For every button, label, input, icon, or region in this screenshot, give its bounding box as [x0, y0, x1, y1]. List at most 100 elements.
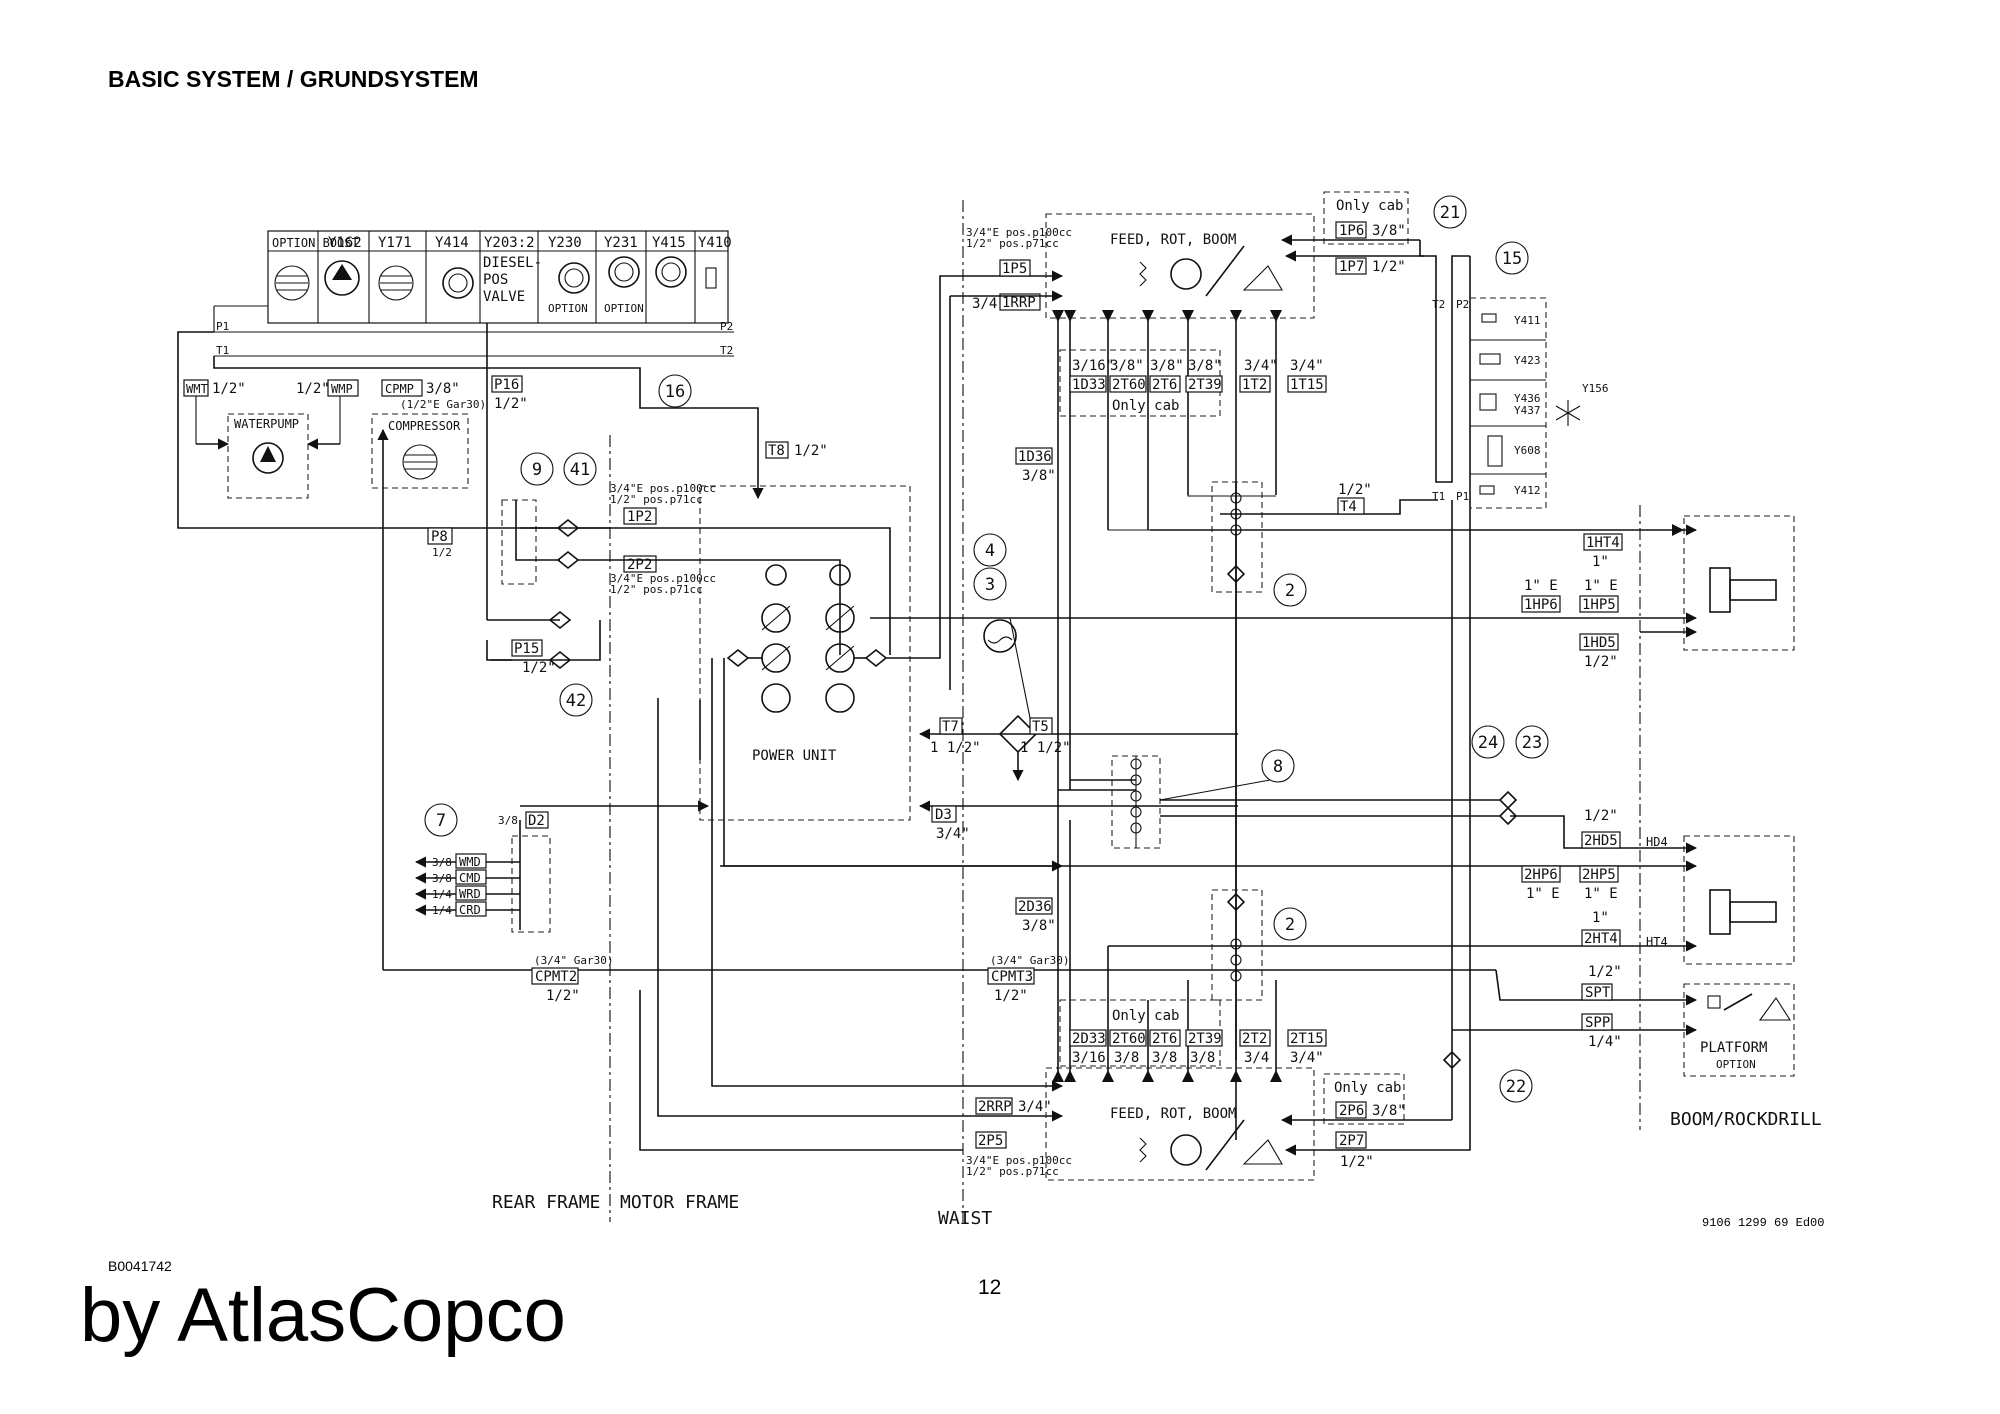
- pos-note-1p2-a: 3/4"E pos.p100cc: [610, 482, 716, 495]
- hose-ht4: HT4: [1646, 935, 1668, 949]
- valve-tag-y231: Y231: [604, 235, 638, 251]
- hose-2hd5: 2HD5: [1584, 833, 1618, 849]
- size-1ht4: 1": [1592, 554, 1609, 570]
- valve-tag-y410: Y410: [698, 235, 732, 251]
- pos-note-2p2-a: 3/4"E pos.p100cc: [610, 572, 716, 585]
- size-2ht4: 1": [1592, 910, 1609, 926]
- hose-p15: P15: [514, 641, 539, 657]
- size-2t15: 3/4": [1290, 1050, 1324, 1066]
- size-2p7: 1/2": [1340, 1154, 1374, 1170]
- power-unit: POWER UNIT 3/4"E pos.p100cc 1/2" pos.p71…: [578, 270, 1238, 1151]
- size-2rrp: 3/4": [1018, 1099, 1052, 1115]
- hose-t5: T5: [1032, 719, 1049, 735]
- hose-2t2: 2T2: [1242, 1031, 1267, 1047]
- hose-1t15: 1T15: [1290, 377, 1324, 393]
- upper-feed-block: FEED, ROT, BOOM 3/4"E pos.p100cc 1/2" po…: [949, 191, 1470, 1060]
- hose-wmt: WMT: [186, 382, 208, 396]
- size-1t6: 3/8": [1150, 358, 1184, 374]
- size-1t60: 3/8": [1110, 358, 1144, 374]
- page-title: BASIC SYSTEM / GRUNDSYSTEM: [108, 66, 479, 92]
- hose-1p2: 1P2: [627, 509, 652, 525]
- size-1rrp: 3/4": [972, 296, 1006, 312]
- size-2hp6: 1" E: [1526, 886, 1560, 902]
- port-p1: P1: [216, 320, 229, 333]
- valve-tag-y203: Y203:2: [484, 235, 535, 251]
- solenoid-y423: Y423: [1514, 354, 1541, 367]
- waterpump-label: WATERPUMP: [234, 417, 299, 431]
- document-code: B0041742: [108, 1258, 172, 1274]
- component-7-manifold: D2 3/8 WMD CMD WRD CRD 3/8 3/8 1/4 1/4: [414, 800, 710, 933]
- hose-t8: T8: [768, 443, 785, 459]
- hose-crd: CRD: [459, 903, 481, 917]
- solenoid-y437: Y437: [1514, 404, 1541, 417]
- drain-hoses: 1D36 3/8" 2D36 3/8": [1015, 447, 1056, 934]
- cpmt-lines: (3/4" Gar30) CPMT2 1/2" (3/4" Gar30) CPM…: [531, 954, 1496, 1004]
- power-unit-label: POWER UNIT: [752, 748, 837, 764]
- gar30-note-cpmt3: (3/4" Gar30): [990, 954, 1069, 967]
- hose-1rrp: 1RRP: [1002, 295, 1036, 311]
- hose-2p5: 2P5: [978, 1133, 1003, 1149]
- hose-2t15: 2T15: [1290, 1031, 1324, 1047]
- pos-note-1p2-b: 1/2" pos.p71cc: [610, 493, 703, 506]
- diesel-line-1: DIESEL-: [483, 255, 542, 271]
- callout-24: 24: [1478, 733, 1498, 753]
- callout-41: 41: [570, 460, 590, 480]
- callout-22: 22: [1506, 1077, 1526, 1097]
- solenoid-y436: Y436: [1514, 392, 1541, 405]
- solenoid-panel: Y411 Y423 Y436 Y437 Y156 Y608 Y412 T2 P2…: [1432, 297, 1609, 509]
- size-2t60: 3/8: [1114, 1050, 1139, 1066]
- size-2t2: 3/4: [1244, 1050, 1269, 1066]
- size-1hp6: 1" E: [1524, 578, 1558, 594]
- callout-4: 4: [985, 541, 995, 561]
- hose-wmd: WMD: [459, 855, 481, 869]
- gar30-note-cpmt2: (3/4" Gar30): [534, 954, 613, 967]
- callout-42: 42: [566, 691, 586, 711]
- callout-2-upper: 2: [1285, 581, 1295, 601]
- cpmp-note: (1/2"E Gar30): [400, 398, 486, 411]
- size-1t15: 3/4": [1290, 358, 1324, 374]
- hose-2t6: 2T6: [1152, 1031, 1177, 1047]
- size-p16: 1/2": [494, 396, 528, 412]
- hose-cmd: CMD: [459, 871, 481, 885]
- size-1d36: 3/8": [1022, 468, 1056, 484]
- section-waist: WAIST: [938, 1208, 992, 1229]
- size-1t2: 3/4": [1244, 358, 1278, 374]
- hose-1p7: 1P7: [1339, 259, 1364, 275]
- size-t7: 1 1/2": [930, 740, 981, 756]
- size-t5: 1 1/2": [1020, 740, 1071, 756]
- hose-t4: T4: [1340, 499, 1357, 515]
- pos-note-2p2-b: 1/2" pos.p71cc: [610, 583, 703, 596]
- size-wmt: 1/2": [212, 381, 246, 397]
- port-p1-panel: P1: [1456, 490, 1469, 503]
- upper-only-cab-2: Only cab: [1336, 198, 1403, 214]
- size-2d36: 3/8": [1022, 918, 1056, 934]
- port-t2-panel: T2: [1432, 298, 1445, 311]
- section-labels: REAR FRAME MOTOR FRAME WAIST BOOM/ROCKDR…: [492, 1109, 1822, 1229]
- pos-note-2p5-b: 1/2" pos.p71cc: [966, 1165, 1059, 1178]
- hose-2p2: 2P2: [627, 557, 652, 573]
- size-2d33: 3/16: [1072, 1050, 1106, 1066]
- compressor-label: COMPRESSOR: [388, 419, 461, 433]
- hose-2p7: 2P7: [1339, 1133, 1364, 1149]
- size-2t6: 3/8: [1152, 1050, 1177, 1066]
- hose-cpmt2: CPMT2: [535, 969, 577, 985]
- port-t1: T1: [216, 344, 229, 357]
- hose-d3: D3: [935, 807, 952, 823]
- hose-d2: D2: [528, 813, 545, 829]
- size-1hd5: 1/2": [1584, 654, 1618, 670]
- hose-2t39: 2T39: [1188, 1031, 1222, 1047]
- hose-1t2: 1T2: [1242, 377, 1267, 393]
- size-cpmt2: 1/2": [546, 988, 580, 1004]
- size-1hp5: 1" E: [1584, 578, 1618, 594]
- port-t1-panel: T1: [1432, 490, 1445, 503]
- hose-1d33: 1D33: [1072, 377, 1106, 393]
- size-cpmp: 3/8": [426, 381, 460, 397]
- port-p2: P2: [720, 320, 733, 333]
- snowflake-icon: [1555, 400, 1581, 426]
- hose-hd4: HD4: [1646, 835, 1668, 849]
- hose-spt: SPT: [1585, 985, 1611, 1001]
- port-t2: T2: [720, 344, 733, 357]
- size-d2: 3/8: [498, 814, 518, 827]
- hose-1d36: 1D36: [1018, 449, 1052, 465]
